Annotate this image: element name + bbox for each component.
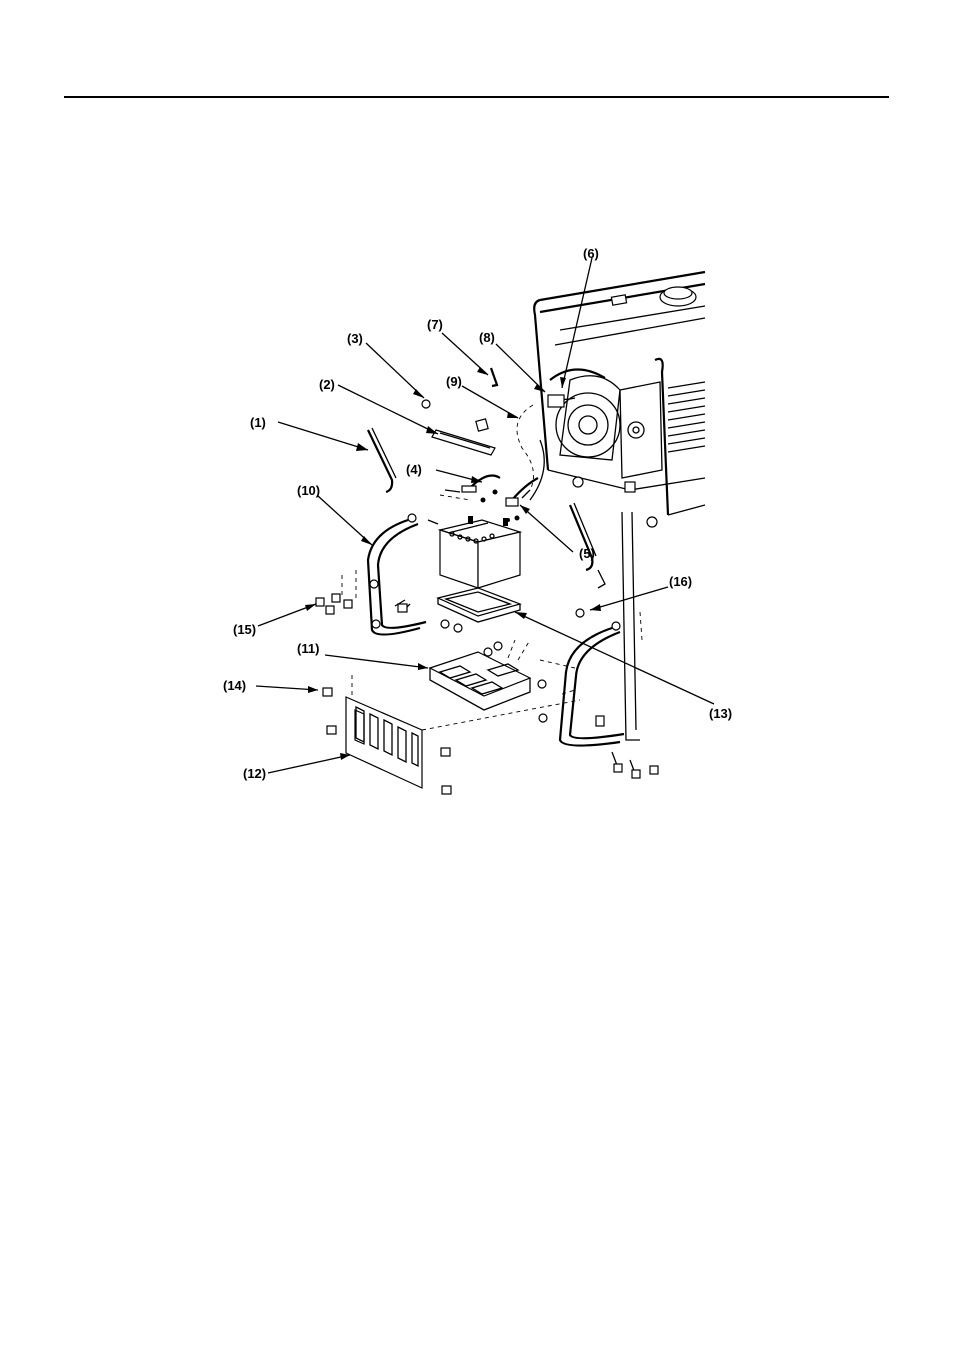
right-handle (560, 512, 658, 778)
rubber-tray (438, 588, 520, 622)
callout-13: (13) (709, 706, 732, 721)
callout-11: (11) (297, 641, 319, 656)
left-handle (368, 514, 438, 635)
callout-4: (4) (406, 462, 422, 477)
callout-5: (5) (579, 546, 595, 561)
battery-cables (445, 476, 538, 522)
callout-16: (16) (669, 574, 692, 589)
callout-14: (14) (223, 678, 246, 693)
callout-10: (10) (297, 483, 320, 498)
callout-15: (15) (233, 622, 256, 637)
hold-down-bolt-left (368, 428, 396, 492)
holder-nuts (422, 400, 488, 431)
callout-1: (1) (250, 415, 266, 430)
handle-bolts-left (316, 570, 356, 614)
battery-tray (430, 620, 547, 722)
generator-frame (534, 272, 705, 527)
front-cover-plate (323, 688, 451, 794)
callout-2: (2) (319, 377, 335, 392)
callout-8: (8) (479, 330, 495, 345)
callout-9: (9) (446, 374, 462, 389)
callout-6: (6) (583, 246, 599, 261)
hex-wrench (491, 368, 497, 386)
callout-3: (3) (347, 331, 363, 346)
battery-holder-bar (432, 430, 495, 455)
battery (440, 516, 520, 588)
callout-12: (12) (243, 766, 266, 781)
callout-7: (7) (427, 317, 443, 332)
